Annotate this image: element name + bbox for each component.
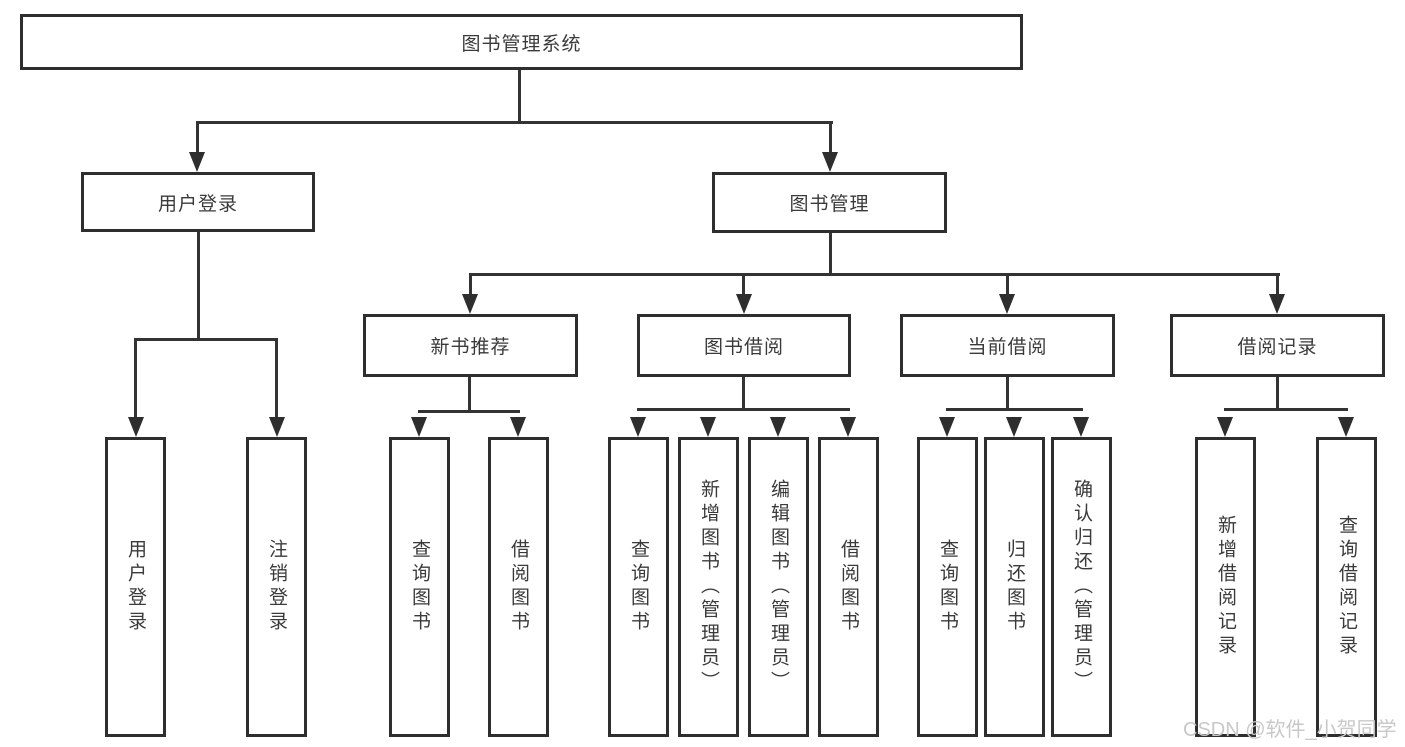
node-root: 图书管理系统 [20, 14, 1023, 70]
leaf-borrowing-query-books-label: 查询图书 [628, 539, 649, 635]
connector-line [1006, 276, 1009, 296]
connector-line [197, 232, 200, 338]
node-book-mgmt-label: 图书管理 [789, 194, 870, 215]
arrowhead-icon [128, 417, 144, 437]
leaf-user-login-label: 用户登录 [125, 539, 146, 635]
node-current-borrow: 当前借阅 [900, 314, 1115, 377]
leaf-newbooks-borrow-books: 借阅图书 [488, 437, 549, 737]
node-borrow-records-label: 借阅记录 [1237, 337, 1318, 358]
connector-line [637, 408, 850, 411]
leaf-newbooks-borrow-books-label: 借阅图书 [508, 539, 529, 635]
arrowhead-icon [1269, 294, 1285, 314]
node-borrowing: 图书借阅 [637, 314, 851, 377]
node-current-borrow-label: 当前借阅 [967, 337, 1048, 358]
arrowhead-icon [1338, 417, 1354, 437]
leaf-borrowing-borrow-books: 借阅图书 [818, 437, 879, 737]
arrowhead-icon [736, 294, 752, 314]
leaf-current-query-books-label: 查询图书 [937, 539, 958, 635]
connector-line [418, 410, 520, 413]
leaf-user-login: 用户登录 [105, 437, 166, 737]
leaf-borrowing-add-books-admin: 新增图书（管理员） [678, 437, 739, 737]
node-user-login-label: 用户登录 [157, 193, 238, 215]
arrowhead-icon [1006, 417, 1022, 437]
connector-line [742, 276, 745, 296]
connector-line [1224, 408, 1348, 411]
arrowhead-icon [822, 152, 838, 172]
node-new-books-label: 新书推荐 [430, 337, 511, 358]
arrowhead-icon [630, 417, 646, 437]
arrowhead-icon [462, 294, 478, 314]
leaf-newbooks-query-books-label: 查询图书 [409, 539, 430, 635]
leaf-records-query-record-label: 查询借阅记录 [1336, 515, 1357, 659]
leaf-logout-label: 注销登录 [266, 539, 287, 635]
node-user-login: 用户登录 [81, 172, 315, 232]
leaf-current-query-books: 查询图书 [917, 437, 978, 737]
connector-line [829, 233, 832, 273]
connector-line [829, 124, 832, 154]
connector-line [469, 276, 472, 296]
connector-line [134, 341, 137, 417]
leaf-logout: 注销登录 [246, 437, 307, 737]
leaf-current-confirm-return-admin: 确认归还（管理员） [1051, 437, 1112, 737]
node-root-label: 图书管理系统 [461, 33, 582, 55]
node-new-books: 新书推荐 [363, 314, 578, 377]
leaf-records-add-record-label: 新增借阅记录 [1215, 515, 1236, 659]
watermark: CSDN @软件_小贺同学 [1183, 719, 1397, 741]
arrowhead-icon [1217, 417, 1233, 437]
connector-line [196, 124, 199, 154]
leaf-records-add-record: 新增借阅记录 [1195, 437, 1256, 737]
arrowhead-icon [700, 417, 716, 437]
connector-line [1276, 377, 1279, 410]
arrowhead-icon [269, 417, 285, 437]
leaf-newbooks-query-books: 查询图书 [389, 437, 450, 737]
arrowhead-icon [189, 152, 205, 172]
leaf-borrowing-borrow-books-label: 借阅图书 [838, 539, 859, 635]
arrowhead-icon [840, 417, 856, 437]
leaf-borrowing-add-books-admin-label: 新增图书（管理员） [698, 479, 719, 695]
arrowhead-icon [939, 417, 955, 437]
connector-line [742, 377, 745, 410]
connector-line [469, 273, 1280, 276]
connector-line [1006, 377, 1009, 410]
arrowhead-icon [999, 294, 1015, 314]
arrowhead-icon [1073, 417, 1089, 437]
leaf-borrowing-query-books: 查询图书 [608, 437, 669, 737]
leaf-borrowing-edit-books-admin-label: 编辑图书（管理员） [768, 479, 789, 695]
arrowhead-icon [510, 417, 526, 437]
leaf-current-return-books: 归还图书 [984, 437, 1045, 737]
connector-line [518, 70, 521, 121]
connector-line [134, 338, 278, 341]
leaf-borrowing-edit-books-admin: 编辑图书（管理员） [748, 437, 809, 737]
arrowhead-icon [770, 417, 786, 437]
connector-line [1276, 276, 1279, 296]
arrowhead-icon [411, 417, 427, 437]
node-borrow-records: 借阅记录 [1170, 314, 1385, 377]
connector-line [196, 121, 833, 124]
connector-line [468, 377, 471, 410]
connector-line [275, 341, 278, 417]
leaf-current-return-books-label: 归还图书 [1004, 539, 1025, 635]
leaf-records-query-record: 查询借阅记录 [1316, 437, 1377, 737]
node-borrowing-label: 图书借阅 [703, 337, 784, 358]
connector-line [946, 408, 1083, 411]
leaf-current-confirm-return-admin-label: 确认归还（管理员） [1071, 479, 1092, 695]
node-book-mgmt: 图书管理 [712, 172, 947, 233]
